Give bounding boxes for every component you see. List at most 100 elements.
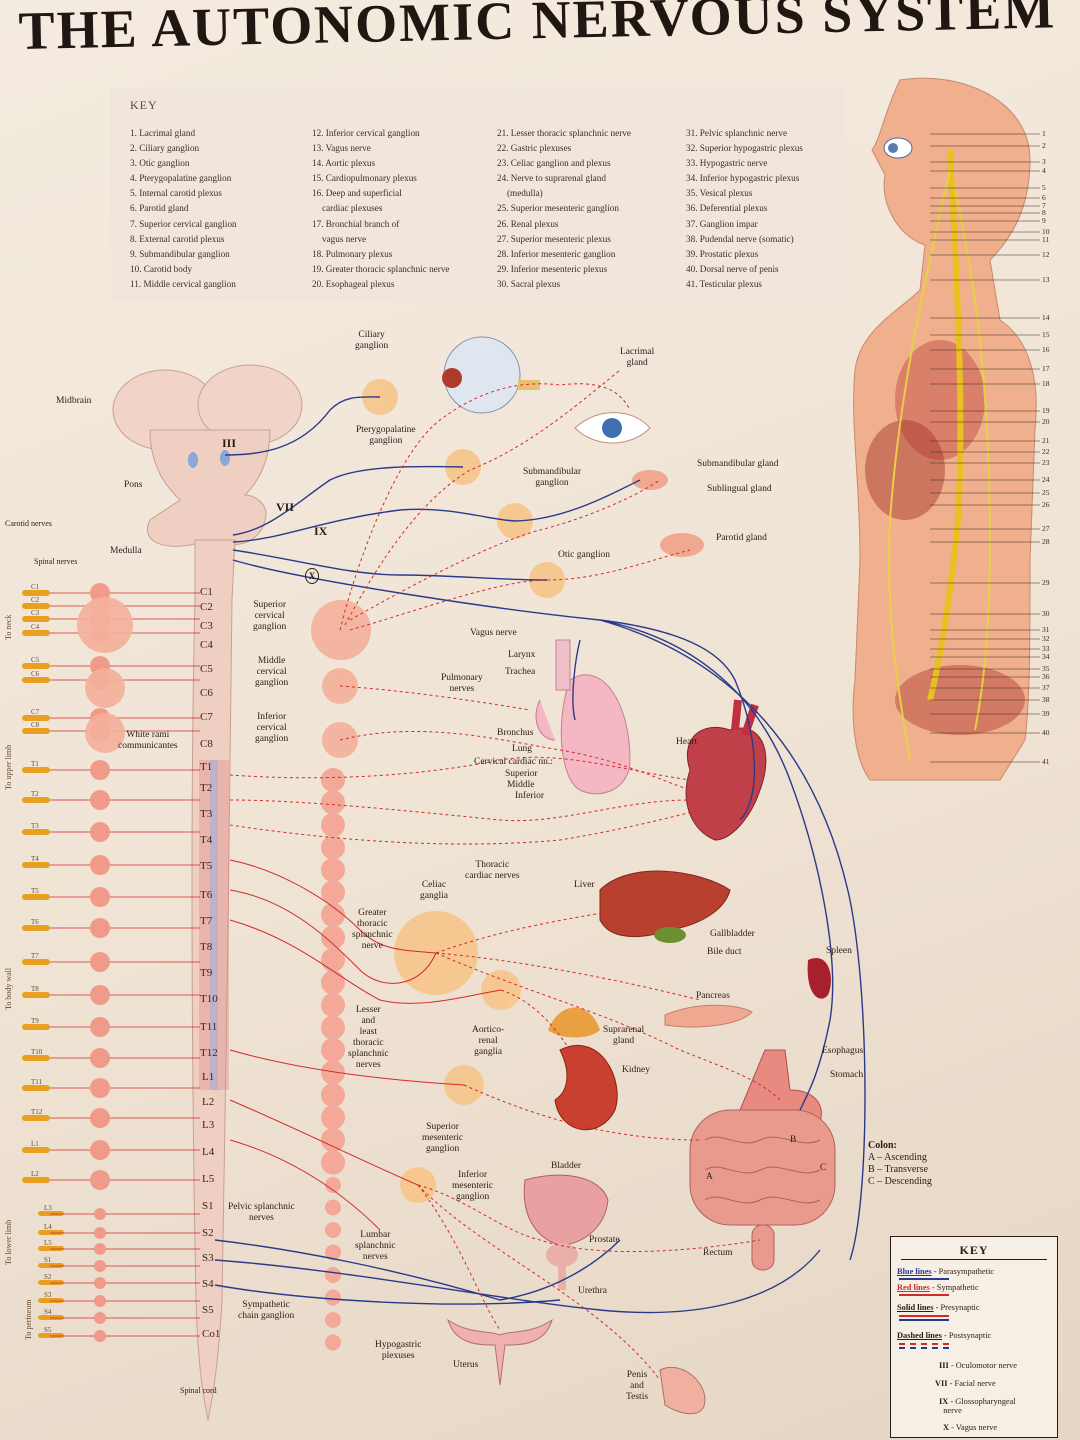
sympathetic-chain-ganglion [321,1105,345,1130]
key-entry: 17. Bronchial branch of [312,218,400,229]
key-entry: cardiac plexuses [322,203,383,214]
intestine-icon [689,1109,836,1271]
segment-c8: C8 [200,738,213,750]
figure-number-23: 23 [1042,458,1050,467]
segment-l1: L1 [202,1071,215,1083]
spinal-nerve-label-t1: T1 [31,760,39,768]
key-entry: 10. Carotid body [130,263,193,274]
key-entry: 16. Deep and superficial [312,188,402,199]
to-upper-limb-label: To upper limb [4,744,13,790]
spinal-nerve-label-s1: S1 [44,1256,52,1264]
segment-t11: T11 [200,1021,218,1033]
penis-testis-label: Penis and Testis [626,1370,649,1402]
paravertebral-ganglion [94,1260,106,1272]
legend-x-text: - Vagus nerve [951,1423,998,1432]
paravertebral-ganglion [94,1208,106,1220]
spinal-nerve-stub [22,797,50,803]
carotid-nerves-label: Carotid nerves [5,519,52,528]
spinal-nerve-label-t11: T11 [31,1078,43,1086]
lumbar-splanchnic-label: Lumbar splanchnic nerves [355,1230,396,1262]
key-entry: 25. Superior mesenteric ganglion [497,203,619,214]
key-entry: 39. Prostatic plexus [686,248,759,259]
sympathetic-chain-ganglion [321,1150,345,1175]
spinal-nerve-label-l2: L2 [31,1170,39,1178]
bladder-icon [523,1174,609,1290]
sympathetic-chain-ganglion [321,1015,345,1040]
key-entry: 1. Lacrimal gland [130,128,196,138]
cranial-nerve-iii-label: III [222,436,237,450]
colon-c-marker: C [820,1163,827,1173]
spinal-nerve-stub [22,894,50,900]
spleen-label: Spleen [826,946,852,956]
brainstem [112,364,303,1421]
esophagus-label: Esophagus [822,1046,864,1056]
rectum-label: Rectum [703,1248,733,1258]
key-entry: 13. Vagus nerve [312,143,371,154]
thoracic-cardiac-nerves-label: Thoracic cardiac nerves [465,860,520,881]
spinal-nerve-stub [22,829,50,835]
segment-c3: C3 [200,620,213,632]
key-entry: 26. Renal plexus [497,218,559,229]
figure-number-25: 25 [1042,488,1050,497]
figure-number-29: 29 [1042,578,1050,587]
paravertebral-ganglion [90,918,110,938]
key-entry: 30. Sacral plexus [497,278,561,289]
colon-key: Colon: A – Ascending B – Transverse C – … [868,1140,932,1188]
legend-solid: Solid lines [897,1303,934,1312]
organs [442,336,836,1415]
paravertebral-ganglion [90,855,110,875]
parotid-gland-label: Parotid gland [716,533,767,543]
parasympathetic-nerves [214,396,866,1314]
legend-vii-text: - Facial nerve [949,1379,996,1388]
segment-t3: T3 [200,808,213,820]
sympathetic-chain-ganglion [325,1177,341,1193]
spinal-nerve-stub [22,1085,50,1091]
spinal-nerve-stub [38,1280,64,1285]
key-entry: 41. Testicular plexus [686,278,762,289]
segment-l3: L3 [202,1119,215,1131]
spinal-nerve-label-t7: T7 [31,952,39,960]
spinal-nerve-label-s2: S2 [44,1273,52,1281]
key-entry: 2. Ciliary ganglion [130,143,200,154]
key-entry: 36. Deferential plexus [686,203,768,214]
aorticorenal-ganglia-label: Aortico- renal ganglia [472,1025,505,1057]
key-entry: 5. Internal carotid plexus [130,188,222,199]
key-entry: 4. Pterygopalatine ganglion [130,173,232,184]
cranial-nerve-x-label: X [305,568,319,584]
spinal-nerve-label-s3: S3 [44,1291,52,1299]
sympathetic-chain-ganglion [325,1244,341,1261]
legend-vii: VII [935,1379,948,1388]
kidney-label: Kidney [622,1065,650,1075]
vagus-nerve-label: Vagus nerve [470,628,517,638]
spinal-nerve-stub [38,1263,64,1268]
spinal-nerve-stub [38,1315,64,1320]
key-entry: 12. Inferior cervical ganglion [312,128,420,138]
medulla-label: Medulla [110,546,142,556]
segment-l2: L2 [202,1096,215,1108]
legend-dashed: Dashed lines [897,1331,942,1340]
paravertebral-ganglion [90,1140,110,1160]
to-lower-limb-label: To lower limb [4,1219,13,1265]
spinal-nerve-label-c7: C7 [31,708,40,716]
white-rami-label: White rami communicantes [118,730,178,751]
figure-number-11: 11 [1042,235,1050,244]
paravertebral-ganglion [94,1330,106,1342]
cardiac-middle-label: Middle [507,780,535,790]
spinal-nerve-stub [22,1115,50,1121]
segment-c4: C4 [200,639,213,651]
paravertebral-ganglion [94,1243,106,1255]
sympathetic-chain-ganglion [325,1334,341,1351]
sympathetic-chain-ganglion [321,925,345,950]
sympathetic-chain-ganglion [321,880,345,905]
lesser-splanchnic-label: Lesser and least thoracic splanchnic ner… [348,1005,389,1070]
paravertebral-ganglion [90,760,110,780]
legend-red-text: - Sympathetic [931,1283,979,1292]
spinal-nerve-label-c8: C8 [31,721,40,729]
celiac-ganglia-label: Celiac ganglia [420,880,448,901]
figure-number-24: 24 [1042,475,1050,484]
spinal-nerve-label-t8: T8 [31,985,39,993]
key-entry: 32. Superior hypogastric plexus [686,143,803,154]
segment-t5: T5 [200,860,213,872]
